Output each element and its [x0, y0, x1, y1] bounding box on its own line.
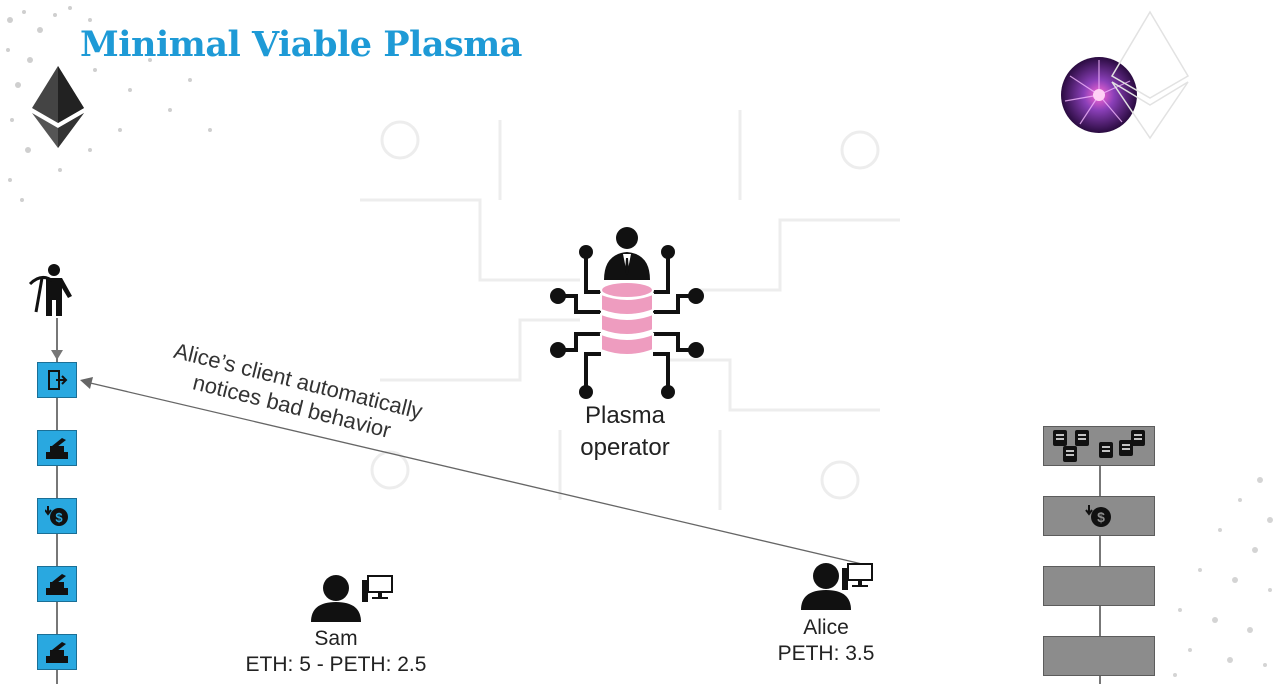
page-title: Minimal Viable Plasma: [80, 24, 522, 65]
dollar-withdraw-icon: $: [45, 506, 68, 526]
operator-label: Plasma operator: [560, 400, 690, 464]
user-sam: [306, 572, 396, 624]
ethereum-logo-icon: [32, 66, 84, 148]
user-alice-balance: PETH: 3.5: [777, 642, 875, 665]
user-alice: [796, 560, 886, 612]
plasma-block-transactions: [1043, 426, 1155, 466]
arrow-down-icon: [51, 350, 63, 360]
deposit-icon: [46, 438, 68, 459]
user-sam-balance: ETH: 5 - PETH: 2.5: [245, 653, 427, 676]
plasma-block-empty: [1043, 566, 1155, 606]
user-with-computer-icon: [801, 563, 873, 610]
plasma-block-withdraw: $: [1043, 496, 1155, 536]
operator-label-line-1: Plasma: [584, 402, 666, 429]
chain-block-deposit: [37, 566, 77, 602]
miner-icon: [28, 264, 72, 316]
plasma-block-empty: [1043, 636, 1155, 676]
chain-block-deposit: [37, 430, 77, 466]
transactions-icon: [1053, 430, 1145, 462]
operator-label-line-2: operator: [580, 434, 670, 461]
decorative-dots: [6, 6, 212, 202]
plasma-ball-icon: [1061, 57, 1137, 133]
decorative-dots: [1173, 477, 1273, 677]
deposit-icon: [46, 642, 68, 663]
chain-block-withdraw: $: [37, 498, 77, 534]
chain-block-deposit: [37, 634, 77, 670]
chain-block-exit: [37, 362, 77, 398]
svg-text:$: $: [55, 510, 63, 525]
dollar-withdraw-icon: $: [1085, 505, 1111, 527]
user-alice-name: Alice: [803, 616, 849, 639]
ethereum-outline-icon: [1110, 10, 1190, 140]
user-with-computer-icon: [311, 575, 393, 622]
exit-icon: [48, 370, 68, 390]
svg-text:$: $: [1097, 509, 1105, 525]
plasma-operator-icon: [550, 227, 704, 399]
user-sam-name: Sam: [314, 627, 358, 650]
deposit-icon: [46, 574, 68, 595]
